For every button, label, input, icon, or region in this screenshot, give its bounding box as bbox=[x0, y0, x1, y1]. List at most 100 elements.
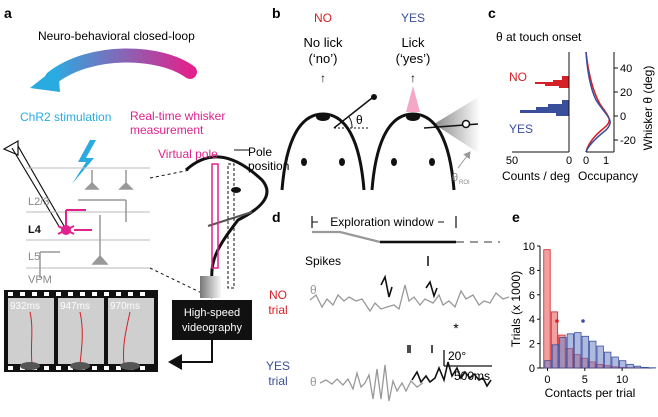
mouse-head-outline bbox=[184, 155, 269, 291]
panel-a-letter: a bbox=[4, 5, 12, 21]
e-ytick-label-8: 8 bbox=[529, 265, 535, 277]
closed-loop-title: Neuro-behavioral closed-loop bbox=[38, 29, 195, 43]
c-ytick-0: 0 bbox=[620, 111, 626, 123]
e-bar-series1-0 bbox=[544, 360, 552, 369]
camera-icon bbox=[200, 276, 222, 298]
d-scale-deg: 20° bbox=[448, 349, 466, 363]
layer-l5: L5 bbox=[28, 251, 40, 263]
b-no-action-1: No lick bbox=[303, 35, 343, 50]
c-right-xlabel: Occupancy bbox=[578, 169, 638, 183]
frame-time-1: 932ms bbox=[10, 301, 40, 312]
e-bar-series1-6 bbox=[589, 340, 597, 369]
chr2-label: ChR2 stimulation bbox=[20, 110, 111, 124]
frame-time-3: 970ms bbox=[110, 301, 140, 312]
b-no-eye-left bbox=[301, 158, 307, 166]
layer-l23: L2/3 bbox=[28, 196, 49, 208]
d-star: * bbox=[453, 320, 459, 336]
closed-loop-arrow bbox=[45, 48, 197, 85]
l4-neuron-magenta bbox=[57, 209, 92, 235]
panel-d: d Exploration window Spikes θ NO trial *… bbox=[266, 209, 510, 402]
b-no-pole bbox=[371, 94, 377, 100]
e-ytick-label-10: 10 bbox=[523, 241, 535, 253]
electrode-line-1 bbox=[11, 147, 61, 229]
frame-time-2: 947ms bbox=[60, 301, 90, 312]
pole-icon bbox=[227, 163, 235, 289]
d-no-trace-grey bbox=[309, 284, 510, 313]
b-roi-arrow bbox=[457, 151, 471, 169]
e-bar-series1-7 bbox=[596, 345, 604, 369]
e-bar-series1-10 bbox=[619, 360, 627, 369]
e-bar-series1-9 bbox=[611, 356, 619, 369]
c-no-label: NO bbox=[509, 70, 527, 84]
electrode-tip-icon bbox=[2, 139, 19, 156]
d-yes-trial-2: trial bbox=[268, 374, 287, 388]
b-no-whisker bbox=[333, 97, 373, 129]
d-no-trace-black-1 bbox=[380, 274, 393, 298]
closed-loop-arrowhead bbox=[30, 66, 60, 92]
panel-a: a Neuro-behavioral closed-loop ChR2 stim… bbox=[2, 5, 289, 372]
layer-vpm: VPM bbox=[28, 274, 52, 286]
panel-c: c θ at touch onset NO YES 50 0 Counts / … bbox=[488, 5, 655, 183]
c-occupancy-yes bbox=[585, 51, 611, 153]
e-xtick-label-5: 5 bbox=[582, 374, 588, 386]
e-ytick-label-0: 0 bbox=[529, 363, 535, 375]
virtual-pole-icon bbox=[211, 163, 219, 269]
b-yes-action-2: (‘yes’) bbox=[396, 51, 431, 66]
c-ytick-20: 20 bbox=[620, 87, 632, 99]
b-yes-action-1: Lick bbox=[401, 35, 425, 50]
zoom-line-top bbox=[149, 169, 191, 179]
panel-b: b NO YES No lick (‘no’) Lick (‘yes’) ↑ ↑… bbox=[272, 5, 480, 191]
d-theta-no: θ bbox=[310, 283, 317, 297]
e-bar-series1-11 bbox=[626, 363, 634, 369]
c-yes-label: YES bbox=[509, 122, 533, 136]
hs-video-line2: videography bbox=[182, 322, 242, 334]
neurons-grey bbox=[39, 170, 134, 278]
hs-video-box bbox=[172, 300, 252, 340]
b-yes-up-arrow: ↑ bbox=[410, 71, 416, 85]
d-pole-trace-grey bbox=[312, 230, 456, 244]
e-xticks: 0 5 10 bbox=[544, 368, 628, 386]
b-yes-eye-right bbox=[429, 158, 435, 166]
e-bar-series1-2 bbox=[559, 337, 567, 369]
b-no-nose bbox=[316, 113, 330, 121]
e-xtick-label-10: 10 bbox=[616, 374, 628, 386]
e-xlabel: Contacts per trial bbox=[545, 386, 636, 400]
d-spikes-label: Spikes bbox=[305, 254, 341, 268]
e-ytick-label-4: 4 bbox=[529, 314, 535, 326]
e-ytick-label-6: 6 bbox=[529, 290, 535, 302]
b-no-up-arrow: ↑ bbox=[320, 71, 326, 85]
e-xtick-label-0: 0 bbox=[544, 374, 550, 386]
c-ytick-40: 40 bbox=[620, 63, 632, 75]
layer-l4: L4 bbox=[28, 224, 42, 236]
pole-position-line1: Pole bbox=[248, 145, 272, 159]
e-bar-series0-0 bbox=[543, 249, 551, 369]
panel-b-letter: b bbox=[272, 5, 281, 21]
virtual-pole-label: Virtual pole bbox=[158, 147, 218, 161]
d-yes-trial-trace-black bbox=[411, 361, 492, 388]
whisker-icon bbox=[207, 211, 253, 227]
e-bar-series1-12 bbox=[633, 365, 642, 369]
e-bar-series1-5 bbox=[581, 335, 589, 369]
e-bar-series1-1 bbox=[551, 344, 560, 369]
e-yticks: 10 8 6 4 2 0 bbox=[523, 241, 540, 375]
b-yes-header: YES bbox=[401, 11, 425, 25]
video-arrow bbox=[168, 340, 213, 370]
realtime-label-line1: Real-time whisker bbox=[130, 109, 225, 123]
e-mean-yes-marker bbox=[581, 319, 585, 323]
c-hist-no bbox=[535, 76, 569, 88]
c-left-xlabel: Counts / deg bbox=[502, 169, 570, 183]
e-bar-series1-8 bbox=[604, 351, 612, 369]
hs-video-line1: High-speed bbox=[184, 307, 240, 319]
e-bar-series1-4 bbox=[574, 332, 582, 369]
d-yes-trial-1: YES bbox=[266, 359, 290, 373]
c-left-tick-50: 50 bbox=[506, 155, 518, 167]
b-roi-sub: ROI bbox=[459, 180, 470, 186]
d-theta-yes: θ bbox=[310, 375, 317, 389]
e-ytick-label-2: 2 bbox=[529, 339, 535, 351]
c-hist-yes bbox=[520, 100, 569, 116]
c-right-tick-0: 0 bbox=[583, 155, 589, 167]
e-bar-series1-3 bbox=[566, 333, 575, 369]
panel-c-letter: c bbox=[488, 5, 496, 21]
